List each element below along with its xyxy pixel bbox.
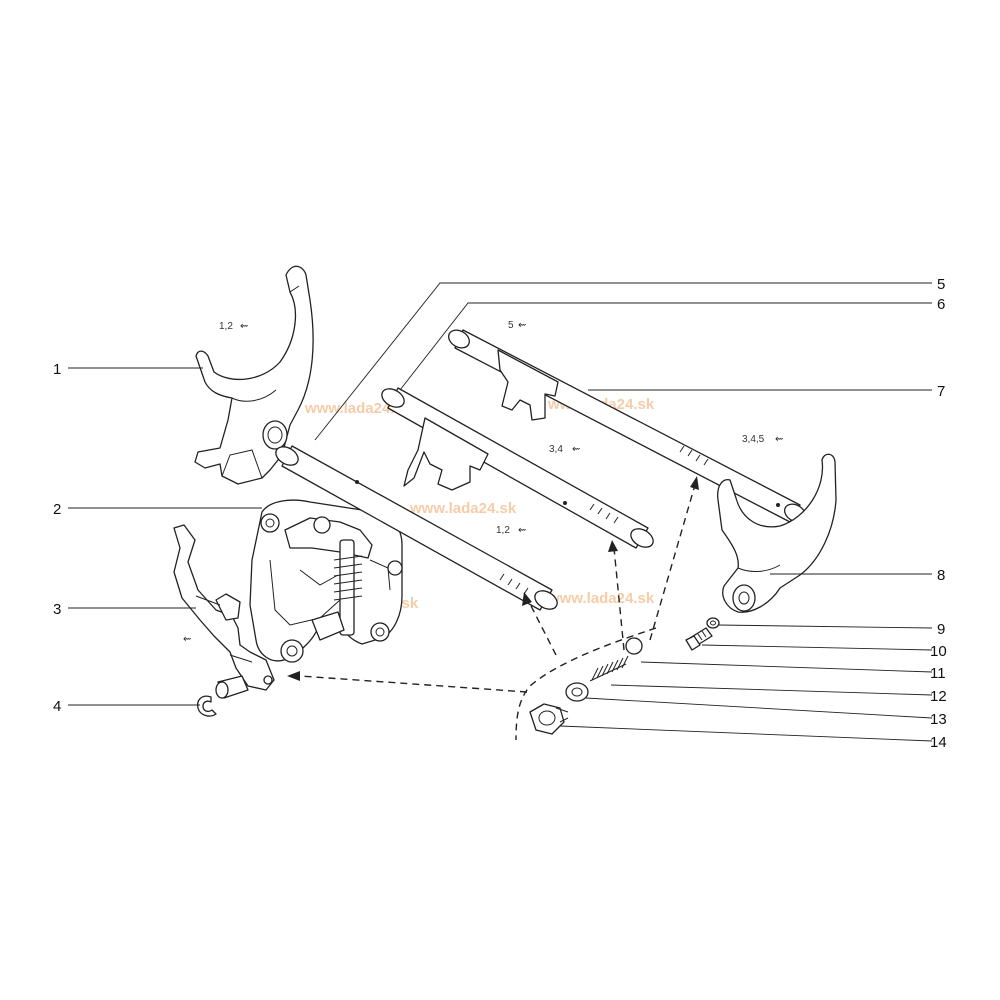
selector-rod-5 — [275, 445, 558, 611]
assembly-arrows — [287, 476, 699, 741]
callout-3: 3 — [53, 601, 61, 618]
car-icon: ⇜ — [572, 444, 580, 455]
callout-10: 10 — [930, 643, 947, 660]
car-icon: ⇜ — [518, 320, 526, 331]
gear-note-rod-7: 5 — [508, 320, 514, 331]
circlip-4 — [196, 695, 217, 717]
washer-9 — [706, 617, 720, 629]
selector-housing-2 — [249, 499, 403, 663]
callout-6: 6 — [937, 296, 945, 313]
drain-plug-14 — [529, 703, 569, 735]
spring-12 — [589, 655, 629, 682]
car-icon: ⇜ — [775, 434, 783, 445]
gear-note-rod-5: 1,2 — [496, 525, 510, 536]
callout-9: 9 — [937, 621, 945, 638]
gear-note-fork-8: 3,4,5 — [742, 434, 765, 445]
shift-fork-8 — [717, 453, 837, 613]
callout-7: 7 — [937, 383, 945, 400]
callout-4: 4 — [53, 698, 61, 715]
selector-rod-7 — [448, 329, 806, 523]
callout-5: 5 — [937, 276, 945, 293]
callout-12: 12 — [930, 688, 947, 705]
watermark: www.lada24.sk — [304, 400, 412, 417]
gear-notes: 1,2 ⇜ 5 ⇜ 3,4,5 ⇜ 3,4 ⇜ 1,2 ⇜ — [219, 320, 783, 536]
callout-8: 8 — [937, 567, 945, 584]
car-icon: ⇜ — [518, 525, 526, 536]
callout-11: 11 — [930, 665, 946, 682]
gear-note-fork-1: 1,2 — [219, 321, 233, 332]
leader-lines — [68, 282, 933, 742]
callout-13: 13 — [930, 711, 947, 728]
watermark: www.lada24.sk — [409, 500, 517, 517]
gear-note-rod-6: 3,4 — [549, 444, 563, 455]
ball-11 — [625, 637, 643, 655]
interlock-lever-3: ⇜ — [173, 524, 275, 699]
callout-2: 2 — [53, 501, 61, 518]
car-icon: ⇜ — [183, 634, 191, 645]
callout-labels: 1 2 3 4 5 6 7 8 9 10 11 12 13 14 — [53, 276, 947, 751]
car-icon: ⇜ — [240, 321, 248, 332]
watermark: www.lada24.sk — [547, 590, 655, 607]
selector-rod-6 — [381, 387, 654, 549]
callout-1: 1 — [53, 361, 61, 378]
sealing-washer-13 — [565, 682, 589, 702]
callout-14: 14 — [930, 734, 947, 751]
shift-fork-1 — [194, 265, 314, 485]
bolt-10 — [685, 627, 713, 651]
